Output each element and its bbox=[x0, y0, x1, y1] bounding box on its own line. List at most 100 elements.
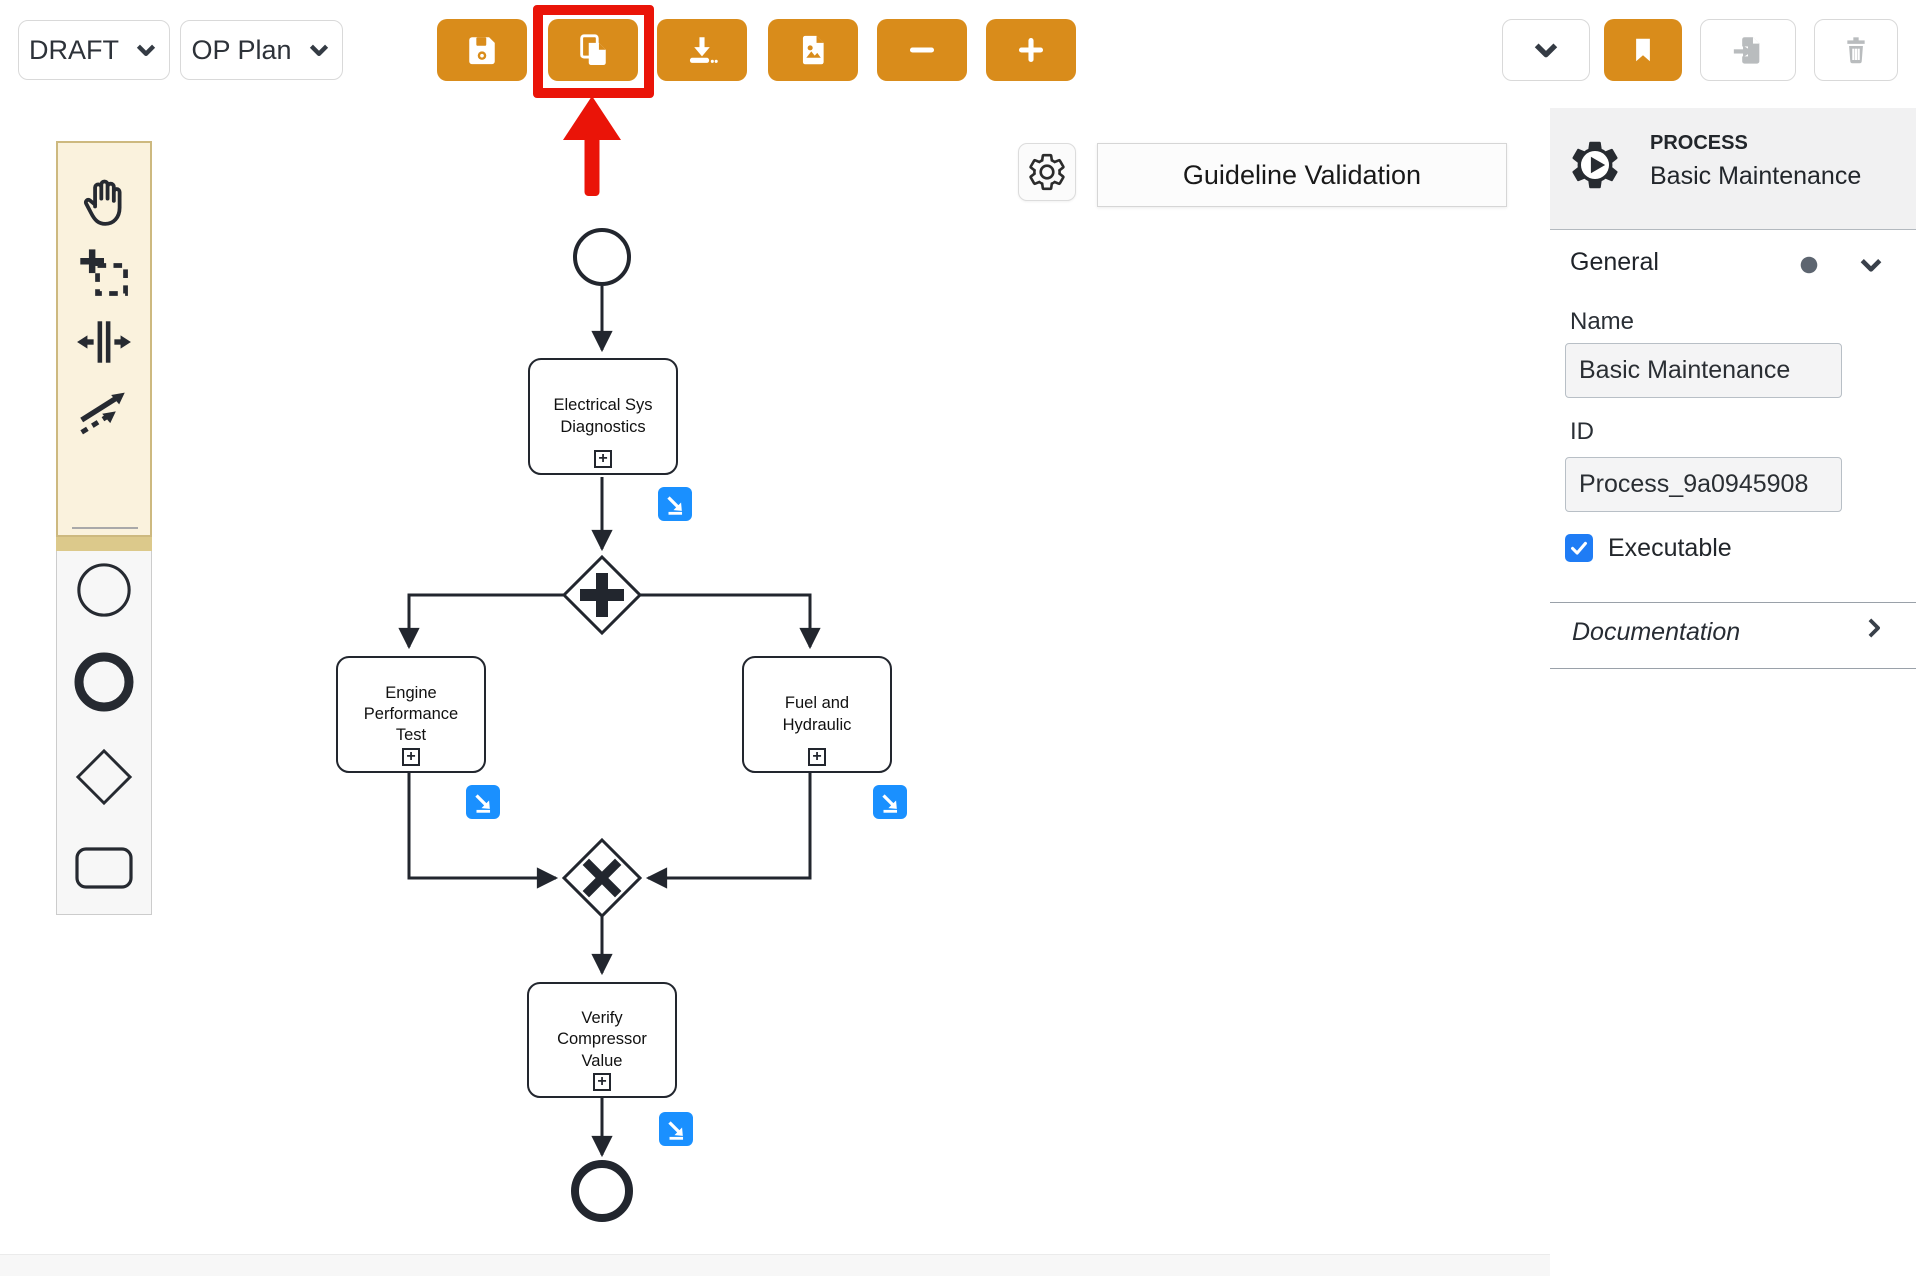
validation-title-box[interactable]: Guideline Validation bbox=[1097, 143, 1507, 207]
plus-icon bbox=[1018, 37, 1044, 63]
task-label: Fuel and bbox=[784, 694, 850, 713]
general-section-label: General bbox=[1570, 248, 1659, 276]
task-label: Compressor bbox=[557, 1030, 647, 1049]
end-event-icon bbox=[74, 652, 134, 712]
executable-label: Executable bbox=[1608, 534, 1732, 562]
task-label: Hydraulic bbox=[782, 715, 852, 734]
trash-icon bbox=[1847, 37, 1865, 64]
zoom-in-button[interactable] bbox=[986, 19, 1076, 81]
plan-dropdown[interactable]: OP Plan bbox=[180, 20, 343, 80]
connection-tool-icon bbox=[80, 392, 125, 435]
subprocess-marker-icon[interactable]: + bbox=[808, 748, 826, 766]
task-label: Value bbox=[581, 1051, 623, 1070]
drilldown-badge-fuel[interactable] bbox=[873, 785, 907, 819]
validation-settings-button[interactable] bbox=[1018, 143, 1076, 201]
task-verify-compressor-value[interactable]: Verify Compressor Value + bbox=[527, 982, 677, 1098]
delete-button[interactable] bbox=[1814, 19, 1898, 81]
drilldown-badge-engine[interactable] bbox=[466, 785, 500, 819]
task-label: Verify bbox=[581, 1009, 623, 1028]
chevron-down-icon bbox=[309, 44, 328, 56]
arrow-down-right-icon bbox=[667, 496, 683, 515]
bookmark-icon bbox=[1636, 38, 1650, 62]
arrow-down-right-icon bbox=[882, 794, 898, 813]
space-tool-icon bbox=[77, 321, 131, 363]
properties-panel: PROCESS Basic Maintenance General Name I… bbox=[1550, 100, 1916, 1276]
import-file-button[interactable] bbox=[1700, 19, 1796, 81]
palette-separator bbox=[72, 527, 138, 529]
process-icon bbox=[1572, 141, 1618, 189]
arrow-down-right-icon bbox=[668, 1121, 684, 1140]
task-label: Diagnostics bbox=[560, 417, 646, 436]
connection-tool[interactable] bbox=[58, 373, 150, 447]
create-start-event[interactable] bbox=[57, 559, 151, 621]
arrow-down-right-icon bbox=[475, 794, 491, 813]
image-file-icon bbox=[802, 35, 824, 65]
section-status-dot bbox=[1800, 256, 1818, 274]
lasso-tool-icon bbox=[80, 249, 128, 296]
flow-fuel-to-exclusive-gw[interactable] bbox=[645, 773, 812, 889]
chevron-down-icon bbox=[1534, 43, 1558, 58]
task-label: Test bbox=[395, 726, 427, 745]
create-end-event[interactable] bbox=[57, 651, 151, 713]
export-image-button[interactable] bbox=[768, 19, 858, 81]
download-tray-icon bbox=[689, 37, 718, 63]
draft-dropdown-label: DRAFT bbox=[29, 34, 119, 65]
palette-group-divider bbox=[56, 537, 152, 551]
flow-engine-to-exclusive-gw[interactable] bbox=[407, 773, 559, 889]
documentation-expand-chevron-icon[interactable] bbox=[1860, 614, 1888, 642]
copy-documents-icon bbox=[580, 34, 606, 66]
palette-shapes-group bbox=[56, 551, 152, 915]
horizontal-scrollbar[interactable] bbox=[0, 1254, 1916, 1276]
id-field-input[interactable] bbox=[1565, 457, 1842, 512]
minus-icon bbox=[909, 47, 935, 53]
name-field-input[interactable] bbox=[1565, 343, 1842, 398]
drilldown-badge-electrical[interactable] bbox=[658, 487, 692, 521]
panel-divider bbox=[1550, 668, 1916, 669]
end-event[interactable] bbox=[571, 1160, 633, 1222]
start-event-icon bbox=[77, 563, 131, 617]
check-icon bbox=[1571, 541, 1587, 555]
zoom-out-button[interactable] bbox=[877, 19, 967, 81]
file-import-icon bbox=[1733, 37, 1760, 64]
start-event[interactable] bbox=[573, 228, 631, 286]
chevron-down-icon bbox=[136, 44, 156, 56]
task-electrical-sys-diagnostics[interactable]: Electrical Sys Diagnostics + bbox=[528, 358, 678, 475]
hand-tool-icon bbox=[83, 179, 122, 226]
task-engine-performance-test[interactable]: Engine Performance Test + bbox=[336, 656, 486, 773]
space-tool[interactable] bbox=[58, 305, 150, 379]
save-button[interactable] bbox=[437, 19, 527, 81]
id-field-label: ID bbox=[1570, 418, 1594, 445]
task-icon bbox=[75, 847, 133, 889]
subprocess-marker-icon[interactable]: + bbox=[593, 1073, 611, 1091]
draft-dropdown[interactable]: DRAFT bbox=[18, 20, 170, 80]
subprocess-marker-icon[interactable]: + bbox=[402, 748, 420, 766]
create-task[interactable] bbox=[57, 841, 151, 895]
panel-title: Basic Maintenance bbox=[1650, 162, 1862, 190]
collapse-panel-button[interactable] bbox=[1502, 19, 1590, 81]
lasso-tool[interactable] bbox=[58, 235, 150, 309]
general-collapse-chevron-icon[interactable] bbox=[1856, 250, 1886, 280]
download-button[interactable] bbox=[657, 19, 747, 81]
parallel-gateway[interactable] bbox=[561, 554, 643, 636]
validation-title: Guideline Validation bbox=[1182, 159, 1422, 190]
subprocess-marker-icon[interactable]: + bbox=[594, 450, 612, 468]
documentation-section-label[interactable]: Documentation bbox=[1572, 618, 1741, 646]
create-gateway[interactable] bbox=[57, 747, 151, 807]
flow-parallel-gw-to-engine[interactable] bbox=[398, 593, 564, 650]
hand-tool[interactable] bbox=[58, 165, 150, 239]
executable-checkbox[interactable] bbox=[1565, 534, 1593, 562]
floppy-disk-icon bbox=[469, 37, 495, 65]
panel-header: PROCESS Basic Maintenance bbox=[1550, 108, 1916, 230]
copy-button[interactable] bbox=[548, 19, 638, 81]
drilldown-badge-verify[interactable] bbox=[659, 1112, 693, 1146]
flow-parallel-gw-to-fuel[interactable] bbox=[640, 593, 821, 650]
task-fuel-and-hydraulic[interactable]: Fuel and Hydraulic + bbox=[742, 656, 892, 773]
task-label: Engine bbox=[385, 683, 437, 702]
bookmark-button[interactable] bbox=[1604, 19, 1682, 81]
exclusive-gateway[interactable] bbox=[561, 837, 643, 919]
palette-tools-group bbox=[56, 141, 152, 537]
task-label: Electrical Sys bbox=[553, 396, 653, 415]
plan-dropdown-label: OP Plan bbox=[191, 34, 292, 65]
